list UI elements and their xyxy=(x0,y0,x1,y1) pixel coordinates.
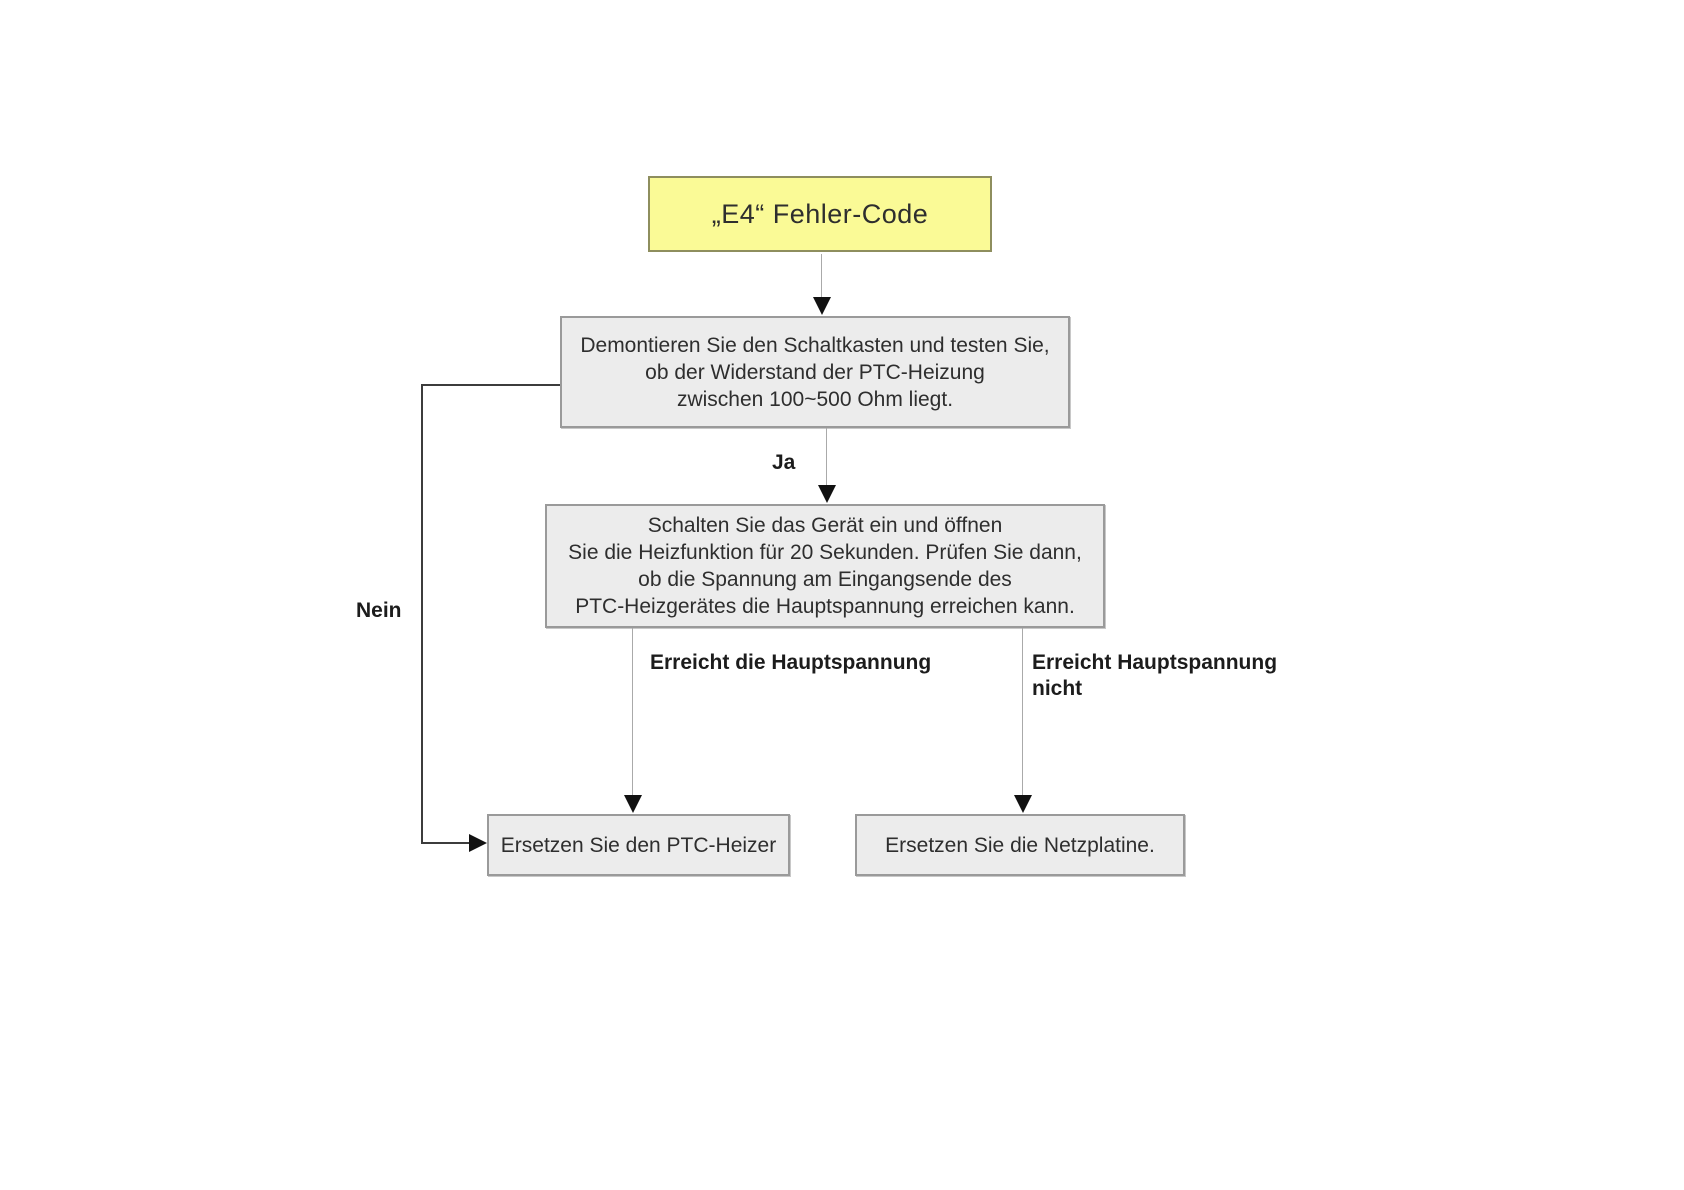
step1-line: Demontieren Sie den Schaltkasten und tes… xyxy=(580,333,1050,357)
arrowhead-down-icon xyxy=(818,485,836,503)
node-result-replace-power-board: Ersetzen Sie die Netzplatine. xyxy=(855,814,1185,876)
node-error-code-start: „E4“ Fehler-Code xyxy=(648,176,992,252)
arrowhead-down-icon xyxy=(813,297,831,315)
edge-label-ja: Ja xyxy=(772,451,796,474)
start-node-label: „E4“ Fehler-Code xyxy=(711,198,929,229)
arrowhead-down-icon xyxy=(1014,795,1032,813)
step2-line: ob die Spannung am Eingangsende des xyxy=(638,568,1012,591)
connector-nein-vertical xyxy=(421,384,423,844)
connector-step1-to-step2 xyxy=(826,428,827,486)
step1-line: zwischen 100~500 Ohm liegt. xyxy=(676,387,954,411)
step2-line: PTC-Heizgerätes die Hauptspannung erreic… xyxy=(575,595,1075,618)
node-step2-check-voltage: Schalten Sie das Gerät ein und öffnen Si… xyxy=(545,504,1105,628)
result-right-label: Ersetzen Sie die Netzplatine. xyxy=(885,833,1155,857)
step2-line: Sie die Heizfunktion für 20 Sekunden. Pr… xyxy=(568,541,1082,564)
result-left-label: Ersetzen Sie den PTC-Heizer xyxy=(500,833,777,857)
node-result-replace-ptc-heater: Ersetzen Sie den PTC-Heizer xyxy=(487,814,790,876)
edge-label-not-reaches-voltage: Erreicht Hauptspannung nicht xyxy=(1032,651,1278,700)
connector-nein-horizontal-top xyxy=(421,384,560,386)
connector-step2-to-result-right xyxy=(1022,628,1023,796)
connector-step2-to-result-left xyxy=(632,628,633,796)
node-step1-test-resistance: Demontieren Sie den Schaltkasten und tes… xyxy=(560,316,1070,428)
arrowhead-right-icon xyxy=(469,834,487,852)
edge-label-nein: Nein xyxy=(356,599,402,622)
step2-line: Schalten Sie das Gerät ein und öffnen xyxy=(647,514,1003,537)
step1-line: ob der Widerstand der PTC-Heizung xyxy=(645,360,985,384)
connector-start-to-step1 xyxy=(821,254,822,298)
edge-label-reaches-voltage: Erreicht die Hauptspannung xyxy=(650,651,932,674)
arrowhead-down-icon xyxy=(624,795,642,813)
connector-nein-horizontal-bottom xyxy=(421,842,471,844)
